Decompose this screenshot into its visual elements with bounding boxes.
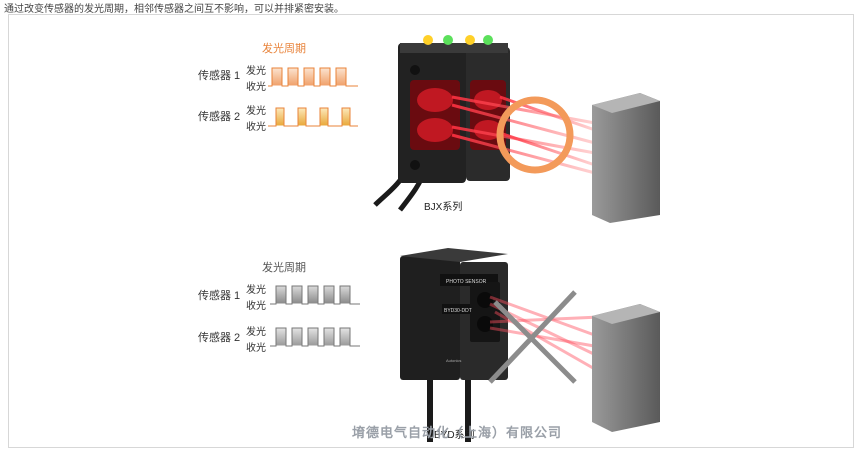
bottom-sensor1-pulse-train: [270, 285, 360, 305]
byd-maker-text: Autonics: [446, 358, 461, 363]
bottom-sensor2-label: 传感器 2: [198, 332, 241, 344]
top-sensor2-emit-label: 发光: [246, 106, 266, 117]
top-sensor1-emit-label: 发光: [246, 66, 266, 77]
top-sensor2-recv-label: 收光: [246, 122, 266, 133]
bjx-caption: BJX系列: [424, 202, 463, 213]
company-watermark: 堉德电气自动化（上海）有限公司: [352, 425, 563, 440]
top-timing-title: 发光周期: [262, 43, 306, 55]
bottom-sensor1-label: 传感器 1: [198, 290, 241, 302]
byd-brand-text: PHOTO SENSOR: [446, 279, 487, 285]
top-sensor2-pulse-train: [268, 107, 358, 127]
bottom-sensor2-pulse-train: [270, 327, 360, 347]
top-sensor2-label: 传感器 2: [198, 111, 241, 123]
byd-sensor-illustration: PHOTO SENSOR BYD30-DDT Autonics: [400, 248, 660, 442]
bottom-sensor2-recv-label: 收光: [246, 343, 266, 354]
bottom-sensor1-recv-label: 收光: [246, 301, 266, 312]
top-sensor1-label: 传感器 1: [198, 70, 241, 82]
bjx-sensor-illustration: [373, 35, 660, 223]
top-sensor1-pulse-train: [268, 67, 358, 87]
top-sensor1-recv-label: 收光: [246, 82, 266, 93]
bottom-sensor1-emit-label: 发光: [246, 285, 266, 296]
byd-model-text: BYD30-DDT: [444, 308, 472, 314]
bottom-sensor2-emit-label: 发光: [246, 327, 266, 338]
byd-caption: BYD系列: [434, 430, 475, 441]
intro-text: 通过改变传感器的发光周期，相邻传感器之间互不影响，可以并排紧密安装。: [4, 4, 344, 15]
bottom-timing-title: 发光周期: [262, 262, 306, 274]
